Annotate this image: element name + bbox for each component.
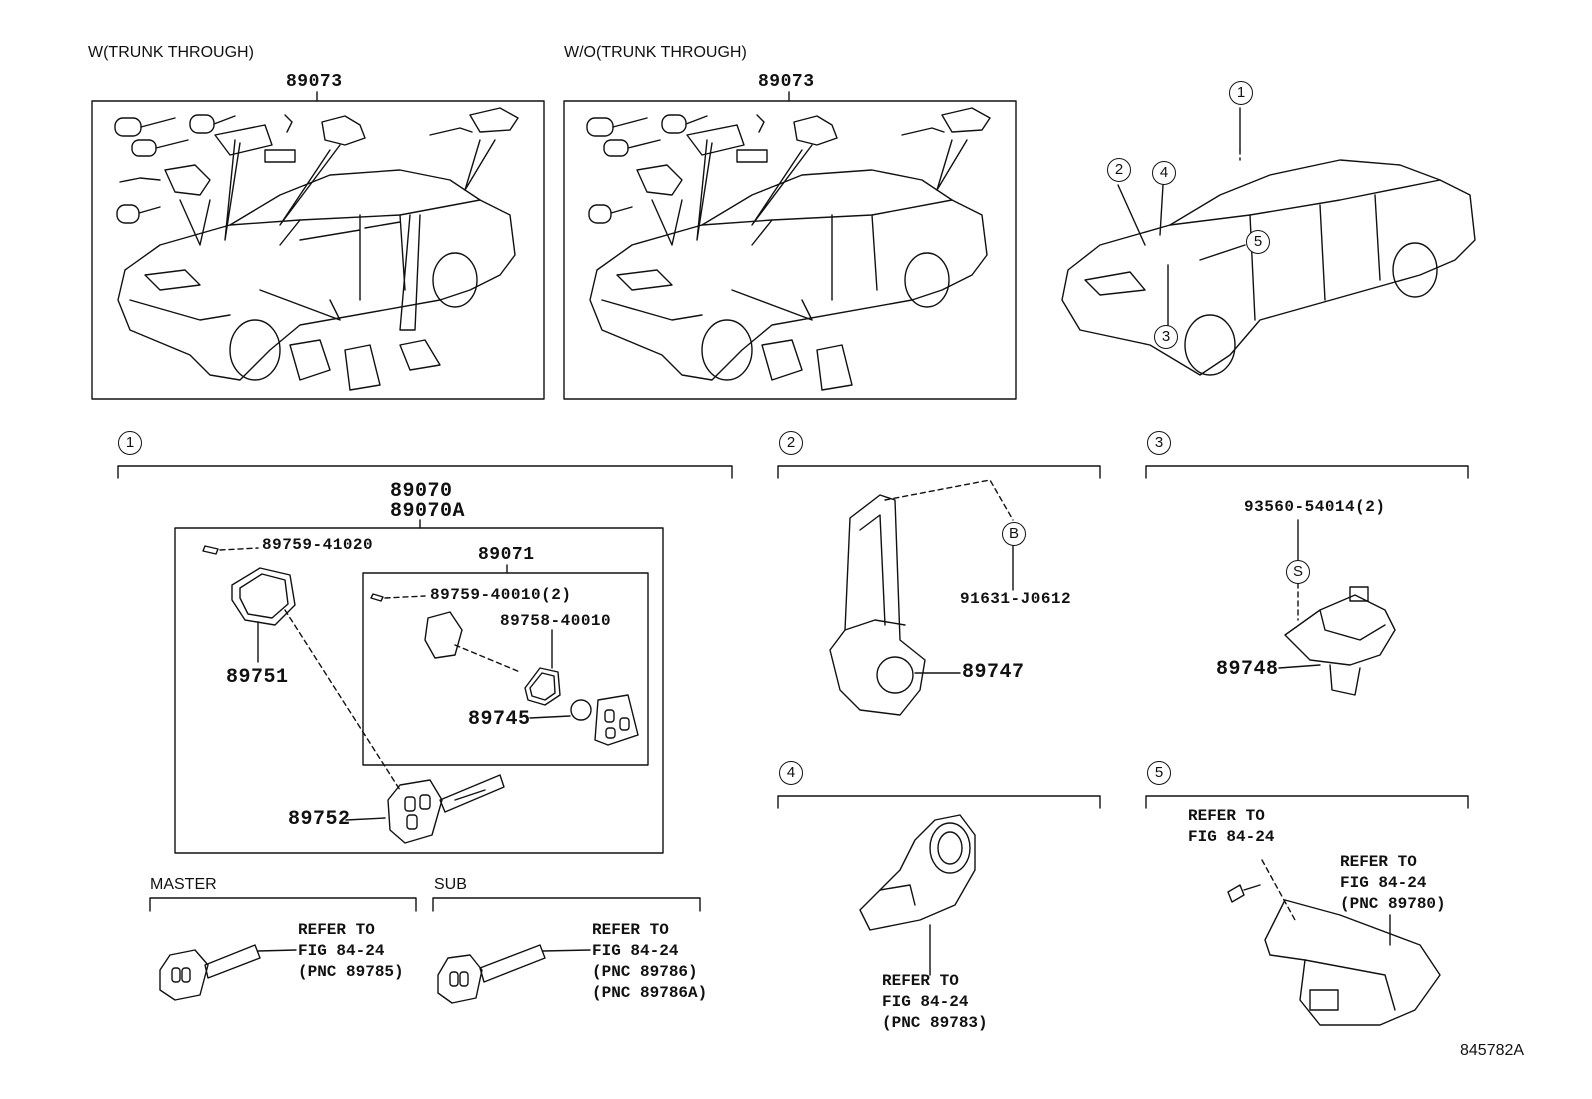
section5-reference-note-b: REFER TO FIG 84-24 (PNC 89780) [1340, 853, 1446, 913]
part-number-89073-with: 89073 [286, 72, 343, 92]
callout-2-locator: 2 [1107, 158, 1131, 182]
callout-1-locator: 1 [1229, 81, 1253, 105]
callout-4-section: 4 [779, 761, 803, 785]
key-assembly-box [174, 527, 664, 854]
part-number-89070: 89070 [390, 480, 453, 503]
section5-reference-note-a: REFER TO FIG 84-24 [1188, 807, 1275, 846]
car-illustration-locator [1061, 107, 1476, 376]
section4-reference-note: REFER TO FIG 84-24 (PNC 89783) [882, 972, 988, 1032]
sub-label: SUB [434, 876, 467, 893]
panel-box-without-trunk [563, 100, 1017, 400]
callout-4-locator: 4 [1152, 161, 1176, 185]
part-number-89070A: 89070A [390, 500, 466, 523]
part-number-93560-54014: 93560-54014(2) [1244, 498, 1386, 516]
callout-1-section: 1 [118, 431, 142, 455]
panel-label-with-trunk: W(TRUNK THROUGH) [88, 44, 254, 61]
part-number-91631-J0612: 91631-J0612 [960, 590, 1072, 608]
panel-label-without-trunk: W/O(TRUNK THROUGH) [564, 44, 747, 61]
part-number-89752: 89752 [288, 808, 351, 831]
master-label: MASTER [150, 876, 217, 893]
sub-assembly-box [362, 572, 649, 766]
part-number-89751: 89751 [226, 666, 289, 689]
marker-b: B [1002, 522, 1026, 546]
part-number-89758-40010: 89758-40010 [500, 612, 612, 630]
sub-reference-note: REFER TO FIG 84-24 (PNC 89786) (PNC 8978… [592, 921, 708, 1002]
part-number-89759-40010: 89759-40010(2) [430, 586, 572, 604]
callout-3-section: 3 [1147, 431, 1171, 455]
part-number-89745: 89745 [468, 708, 531, 731]
marker-s: S [1286, 560, 1310, 584]
part-number-89759-41020: 89759-41020 [262, 536, 374, 554]
figure-id: 845782A [1460, 1042, 1525, 1059]
callout-2-section: 2 [779, 431, 803, 455]
part-number-89071: 89071 [478, 545, 535, 565]
car-illustration-with-trunk [114, 107, 519, 391]
car-illustration-without-trunk [586, 107, 991, 391]
master-reference-note: REFER TO FIG 84-24 (PNC 89785) [298, 921, 404, 981]
part-number-89747: 89747 [962, 661, 1025, 684]
callout-5-section: 5 [1147, 761, 1171, 785]
panel-box-with-trunk [91, 100, 545, 400]
part-number-89748: 89748 [1216, 658, 1279, 681]
callout-5-locator: 5 [1246, 230, 1270, 254]
part-number-89073-without: 89073 [758, 72, 815, 92]
callout-3-locator: 3 [1154, 325, 1178, 349]
